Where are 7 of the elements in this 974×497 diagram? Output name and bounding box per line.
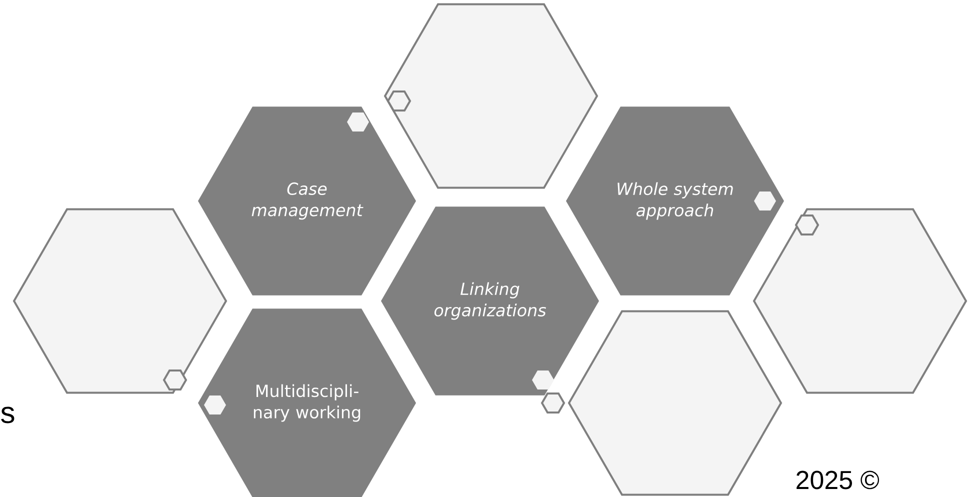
hexagon-tile: Case management <box>198 106 416 296</box>
node-label: Linking organizations <box>434 282 546 320</box>
hexagon-tile: Whole system approach <box>566 106 784 296</box>
label-text: 2025 © <box>796 470 880 490</box>
hexagon-tile: Linking organizations <box>381 206 599 396</box>
hexagon-tile: Multidiscipli-nary working <box>198 308 416 497</box>
label-text: s <box>1 406 14 424</box>
